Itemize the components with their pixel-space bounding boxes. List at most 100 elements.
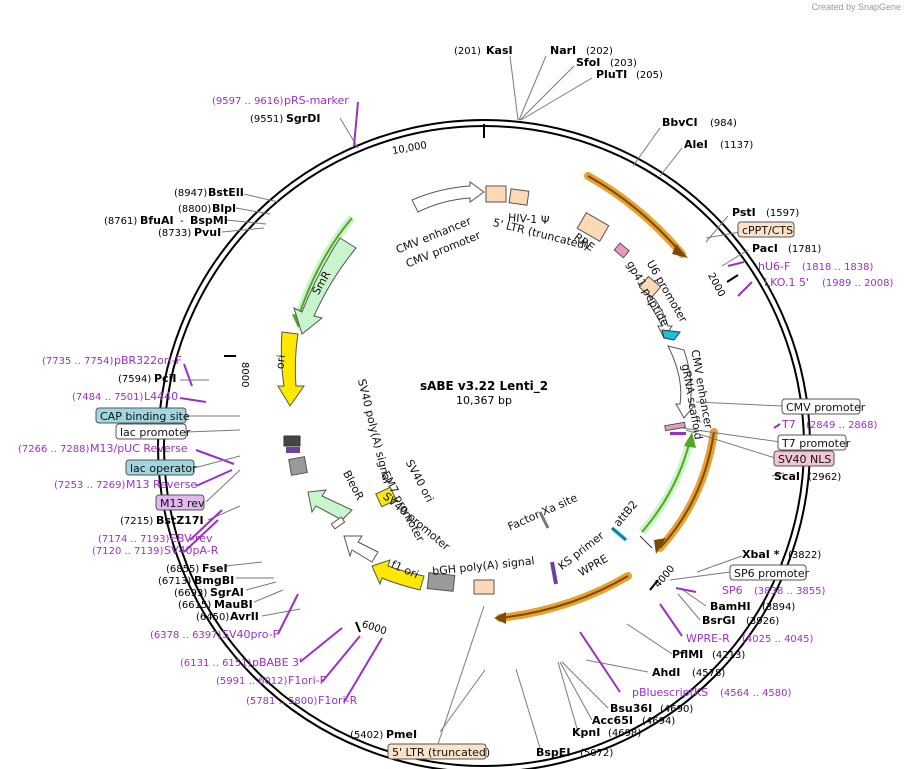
enzyme-bsu36i: Bsu36I: [610, 702, 652, 715]
primer-sp6: SP6: [722, 584, 743, 597]
cmv-enhancer-arrow: [411, 181, 485, 213]
plasmid-name: sABE v3.22 Lenti_2: [420, 379, 548, 394]
smr-arrow: [293, 237, 357, 335]
primer-hu6-f: hU6-F: [758, 260, 790, 273]
tick-4000: 4000: [653, 564, 678, 591]
bgh-box: [426, 572, 456, 592]
plasmid-size: 10,367 bp: [456, 394, 512, 407]
svg-text:(203): (203): [610, 58, 637, 69]
tick-6000: 6000: [360, 619, 388, 637]
svg-text:(3926): (3926): [746, 616, 779, 627]
enzyme-sgrdi: SgrDI: [286, 112, 320, 125]
enzyme-kasi: KasI: [486, 44, 513, 57]
svg-text:(5072): (5072): [580, 748, 613, 759]
gp41-box: [613, 242, 630, 259]
svg-text:(6693): (6693): [174, 588, 207, 599]
svg-text:(3894): (3894): [762, 602, 795, 613]
svg-text:(6378 .. 6397): (6378 .. 6397): [150, 630, 222, 641]
enzyme-bfuai: BfuAI: [140, 214, 174, 227]
svg-text:(8800): (8800): [178, 204, 211, 215]
svg-text:(7215): (7215): [120, 516, 153, 527]
primer-l4440: L4440: [144, 390, 178, 403]
ltr-bottom-box: [473, 579, 495, 595]
box-cap-binding-site: CAP binding site: [100, 410, 190, 423]
box-cmv-promoter: CMV promoter: [786, 401, 866, 414]
sv40-ori-box: [375, 486, 397, 508]
primer-f1ori-r: F1ori-R: [318, 694, 358, 707]
feature-bgh-polya: bGH poly(A) signal: [432, 554, 535, 578]
box-lac-operator: lac operator: [130, 462, 197, 475]
svg-text:(9597 .. 9616): (9597 .. 9616): [212, 96, 284, 107]
enzyme-xbai: XbaI *: [742, 548, 780, 561]
primer-sv40pro-f: SV40pro-F: [222, 628, 279, 641]
svg-text:(9551): (9551): [250, 114, 283, 125]
feature-attb2: attB2: [611, 498, 640, 529]
primer-wpre-r: WPRE-R: [686, 632, 730, 645]
box-sv40-nls: SV40 NLS: [778, 453, 831, 466]
enzyme-pmei: PmeI: [386, 728, 417, 741]
feature-sv40-ori: SV40 ori: [403, 457, 436, 504]
enzyme-pvui: PvuI: [194, 226, 221, 239]
svg-text:(7174 .. 7193): (7174 .. 7193): [98, 534, 170, 545]
enzyme-bamhi: BamHI: [710, 600, 751, 613]
feature-sv40-polya: SV40 poly(A) signal: [355, 378, 394, 485]
svg-text:(4213): (4213): [712, 650, 745, 661]
snapgene-credit: Created by SnapGene: [811, 2, 901, 12]
ltr-box: [508, 188, 530, 206]
svg-text:(6131 .. 6151): (6131 .. 6151): [180, 658, 252, 669]
svg-text:(1781): (1781): [788, 244, 821, 255]
enzyme-labels: (201) KasI NarI (202) SfoI (203) PluTI (…: [104, 44, 841, 759]
tick-10000: 10,000: [391, 140, 427, 157]
svg-text:(6855): (6855): [166, 564, 199, 575]
enzyme-maubi: MauBI: [214, 598, 253, 611]
svg-text:(1989 .. 2008): (1989 .. 2008): [822, 278, 894, 289]
orange-arc-top: [584, 172, 686, 258]
feature-hiv-psi: HIV-1 Ψ: [508, 211, 551, 227]
primer-prs-marker: pRS-marker: [284, 94, 349, 107]
enzyme-alei: AleI: [684, 138, 708, 151]
primer-pbr322ori-f: pBR322ori-F: [114, 354, 182, 367]
svg-text:(5991 .. 6012): (5991 .. 6012): [216, 676, 288, 687]
svg-text:(2962): (2962): [808, 472, 841, 483]
orange-arc-bottom: [496, 572, 632, 622]
enzyme-pflmi: PflMI: [672, 648, 703, 661]
rre-box: [576, 212, 610, 242]
svg-text:-: -: [180, 216, 184, 227]
grna-scaffold-arrow: [667, 345, 696, 419]
svg-text:(1137): (1137): [720, 140, 753, 151]
enzyme-paci: PacI: [752, 242, 778, 255]
box-leaders: [185, 231, 783, 745]
enzyme-bsteii: BstEII: [208, 186, 244, 199]
feature-ori: ori: [273, 354, 287, 370]
svg-text:(8761): (8761): [104, 216, 137, 227]
primer-pbabe-3: pBABE 3': [252, 656, 302, 669]
feature-bleor: BleoR: [340, 468, 367, 502]
enzyme-ahdi: AhdI: [652, 666, 680, 679]
svg-text:(7735 .. 7754): (7735 .. 7754): [42, 356, 114, 367]
svg-text:(4564 .. 4580): (4564 .. 4580): [720, 688, 792, 699]
f1-ori-arrow: [371, 559, 425, 591]
ori-arrow: [277, 331, 305, 407]
bleor-arrow: [307, 489, 353, 521]
enzyme-fsei: FseI: [202, 562, 228, 575]
svg-text:(4690): (4690): [660, 704, 693, 715]
svg-text:(5402): (5402): [350, 730, 383, 741]
enzyme-blpi: BlpI: [212, 202, 236, 215]
svg-text:(7120 .. 7139): (7120 .. 7139): [92, 546, 164, 557]
svg-text:(1818 .. 1838): (1818 .. 1838): [802, 262, 874, 273]
box-lac-promoter: lac promoter: [120, 426, 191, 439]
sv40-promoter-arrow: [343, 535, 379, 563]
primer-m13-reverse: M13 Reverse: [126, 478, 197, 491]
enzyme-bbvci: BbvCI: [662, 116, 698, 129]
enzyme-psti: PstI: [732, 206, 756, 219]
svg-text:(7253 .. 7269): (7253 .. 7269): [54, 480, 126, 491]
svg-text:(8947): (8947): [174, 188, 207, 199]
primer-ebv-rev: EBV-rev: [170, 532, 213, 545]
svg-text:(6713): (6713): [158, 576, 191, 587]
enzyme-acc65i: Acc65I: [592, 714, 633, 727]
box-cppt-cts: cPPT/CTS: [742, 224, 793, 237]
enzyme-bstz17i: BstZ17I: [156, 514, 204, 527]
primer-sv40pa-r: SV40pA-R: [164, 544, 219, 557]
tick-8000: 8000: [239, 362, 250, 387]
